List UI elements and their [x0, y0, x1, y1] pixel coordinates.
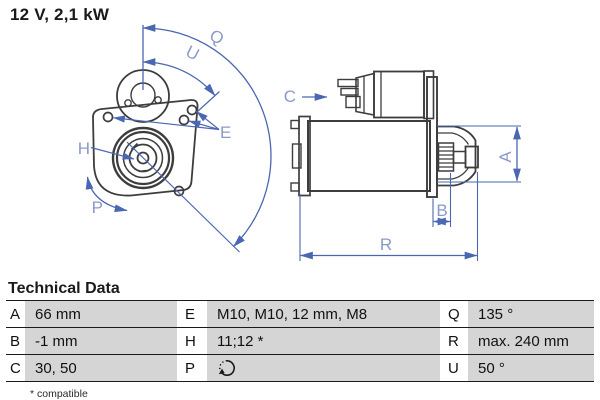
param-key-r: R	[440, 328, 468, 354]
param-value-h: 11;12 *	[207, 328, 440, 354]
param-key-h: H	[177, 328, 207, 354]
table-row: B -1 mm H 11;12 * R max. 240 mm	[6, 327, 594, 354]
starter-side-view-drawing: C A B R	[284, 70, 521, 261]
rotation-direction-icon	[218, 360, 235, 376]
param-key-b: B	[6, 328, 25, 354]
technical-data-table: A 66 mm E M10, M10, 12 mm, M8 Q 135 ° B …	[6, 300, 594, 382]
param-key-u: U	[440, 355, 468, 381]
angle-arc-u	[142, 58, 216, 97]
label-a: A	[496, 151, 515, 163]
table-row: C 30, 50 P U 50 °	[6, 354, 594, 381]
starter-front-view-drawing: Q U E H P	[78, 24, 272, 253]
param-key-a: A	[6, 301, 25, 327]
e-leader-line	[196, 111, 220, 130]
e-leader-line	[188, 120, 220, 131]
param-key-q: Q	[440, 301, 468, 327]
param-value-q: 135 °	[468, 301, 594, 327]
technical-drawing: Q U E H P	[78, 24, 521, 261]
param-key-c: C	[6, 355, 25, 381]
param-value-p	[207, 355, 440, 381]
e-leader-line	[112, 115, 220, 131]
param-key-e: E	[177, 301, 207, 327]
angle-arc-q	[142, 24, 272, 247]
label-r: R	[380, 235, 392, 254]
param-key-p: P	[177, 355, 207, 381]
label-u: U	[183, 42, 203, 65]
label-c: C	[284, 87, 296, 106]
page-title: 12 V, 2,1 kW	[10, 5, 110, 24]
param-value-u: 50 °	[468, 355, 594, 381]
param-value-a: 66 mm	[25, 301, 177, 327]
param-value-c: 30, 50	[25, 355, 177, 381]
table-row: A 66 mm E M10, M10, 12 mm, M8 Q 135 °	[6, 300, 594, 327]
angle-q-radius-line	[126, 141, 240, 253]
technical-data-heading: Technical Data	[8, 280, 120, 297]
angle-u-radius-line	[196, 91, 220, 113]
label-b: B	[436, 201, 447, 220]
param-value-r: max. 240 mm	[468, 328, 594, 354]
param-value-e: M10, M10, 12 mm, M8	[207, 301, 440, 327]
param-value-b: -1 mm	[25, 328, 177, 354]
p-rotation-arrow	[85, 176, 128, 213]
label-e: E	[220, 123, 231, 142]
label-p: P	[92, 198, 103, 217]
label-q: Q	[206, 26, 227, 49]
compatibility-footnote: * compatible	[30, 388, 88, 400]
h-leader-line	[90, 146, 135, 160]
label-h: H	[78, 139, 90, 158]
